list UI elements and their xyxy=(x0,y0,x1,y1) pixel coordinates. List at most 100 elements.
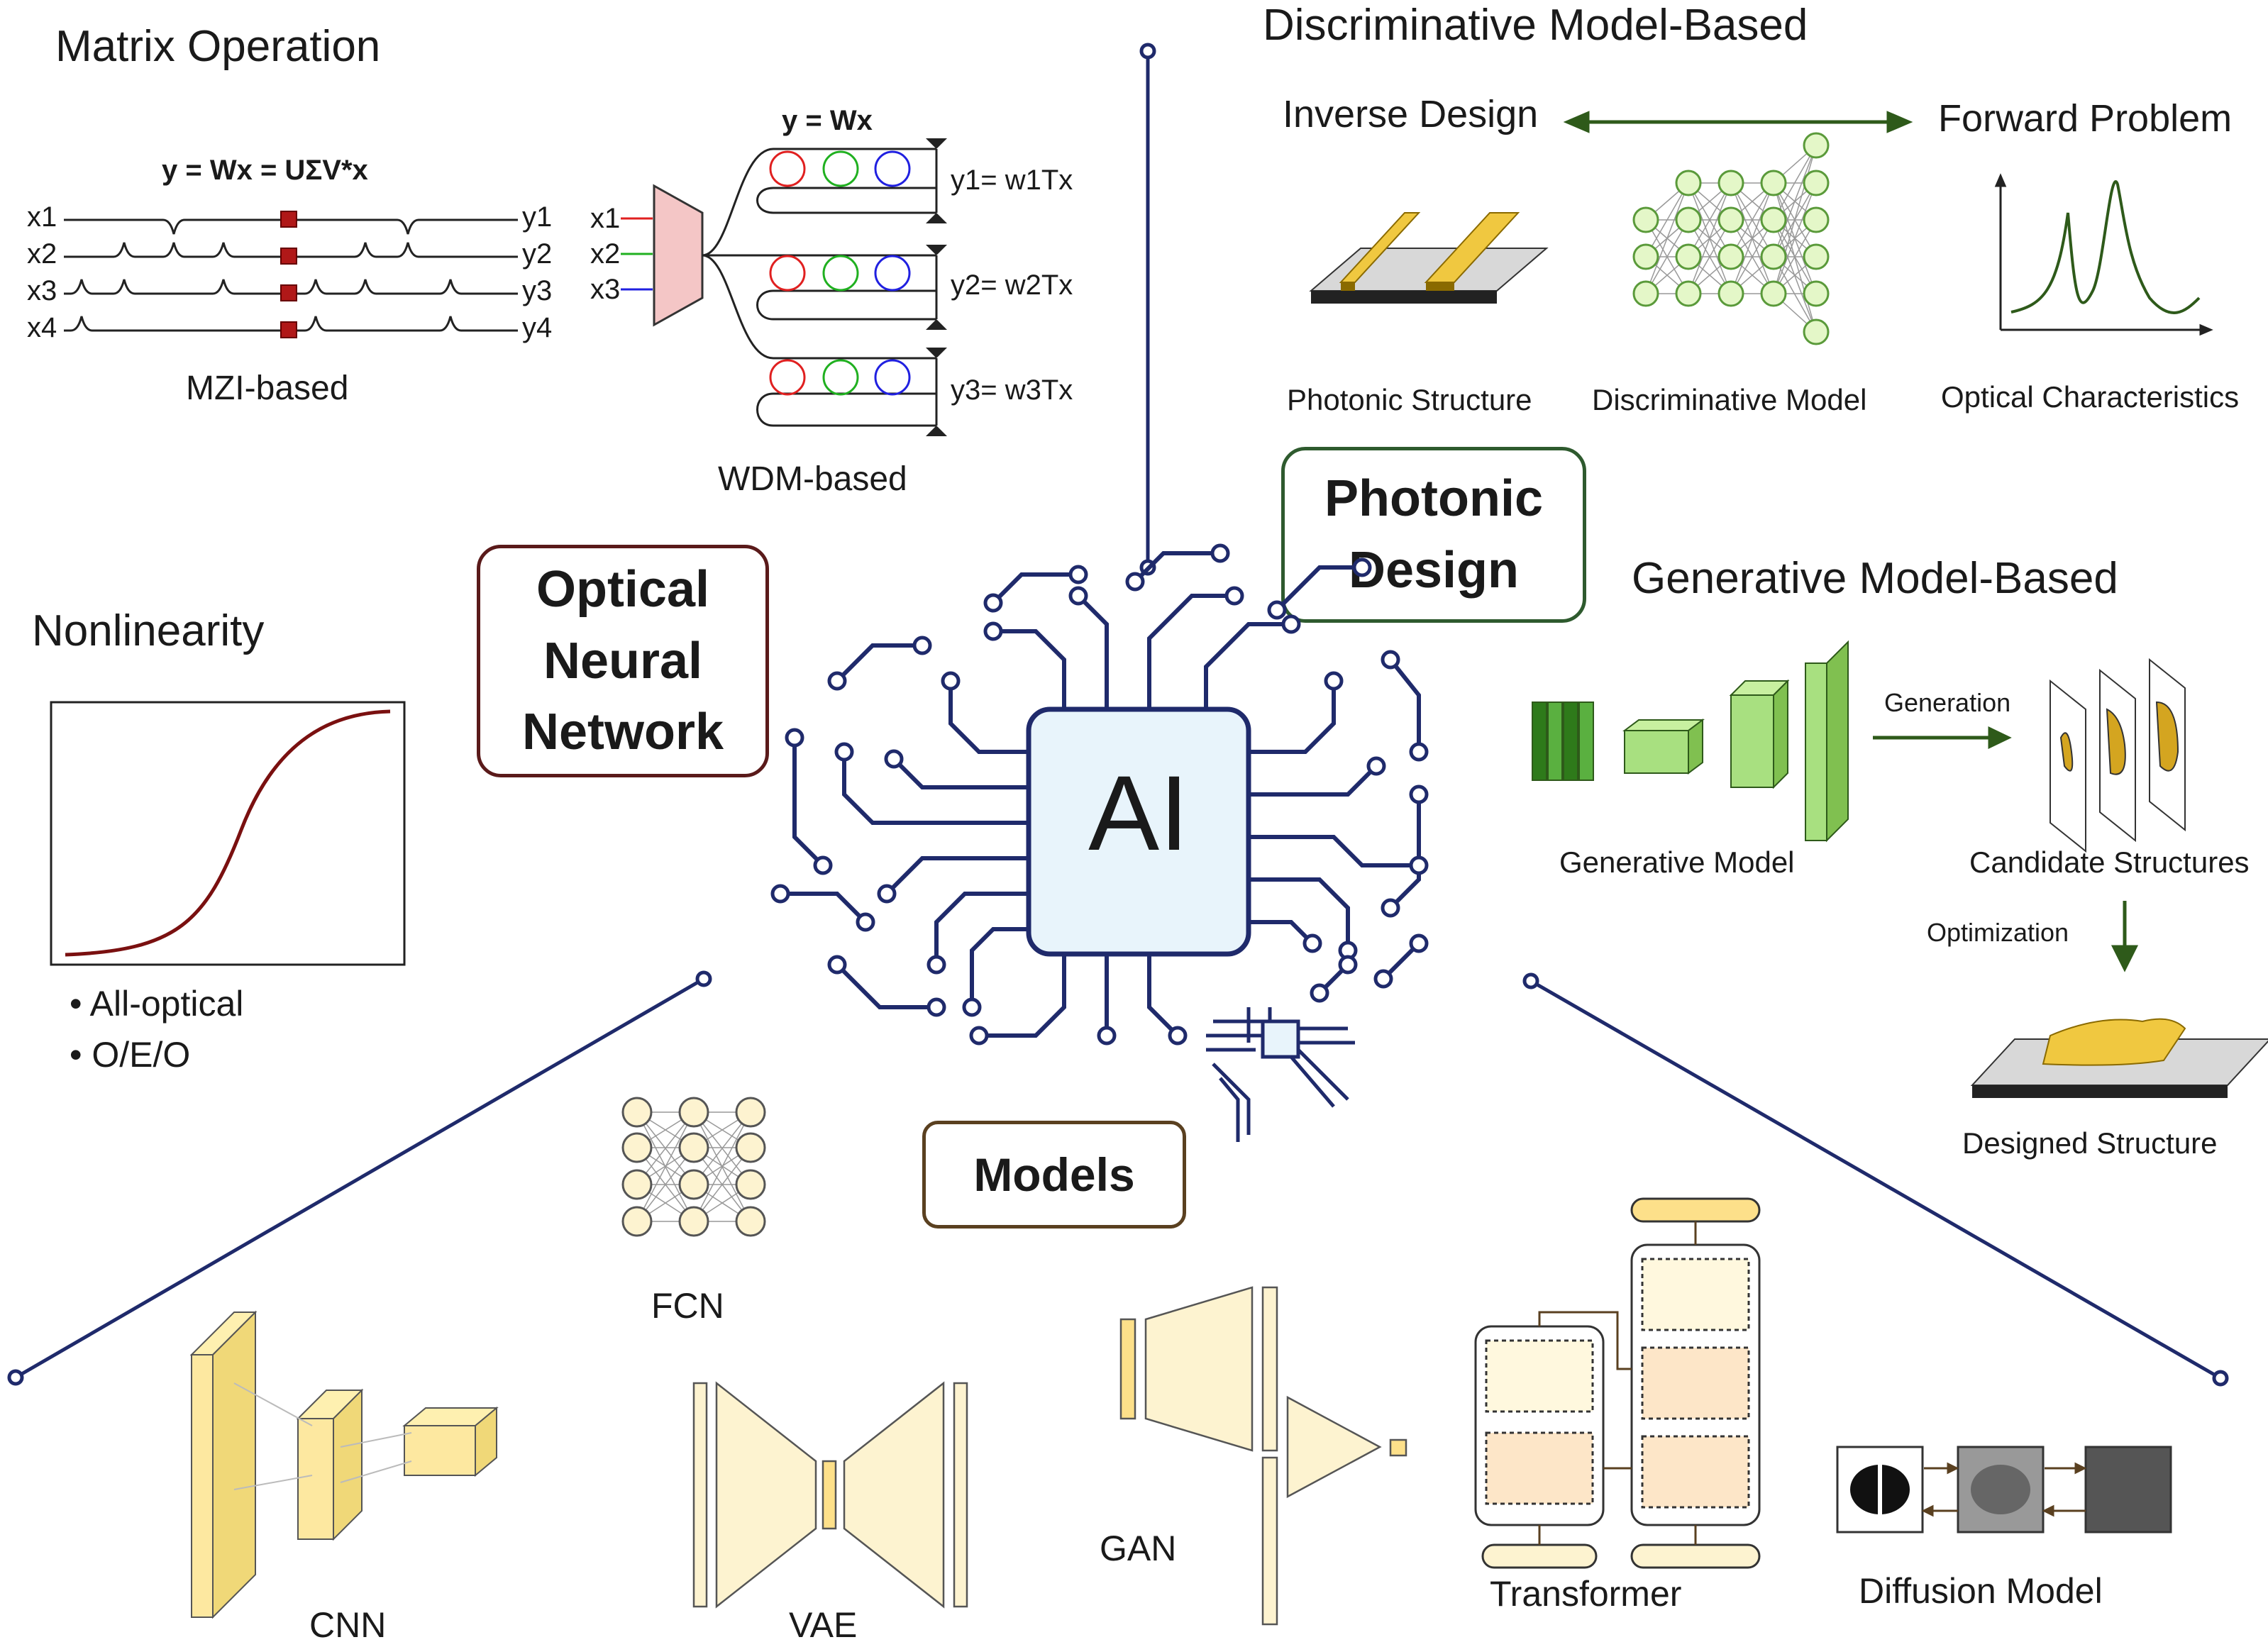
neuron-node xyxy=(1803,170,1830,196)
neuron-node xyxy=(1760,206,1787,233)
neuron-node xyxy=(1803,280,1830,307)
phase-shifter xyxy=(280,248,297,265)
nonlinearity-bullet-oeo: • O/E/O xyxy=(70,1035,191,1075)
neuron-node xyxy=(1760,243,1787,270)
circuit-trace xyxy=(792,736,825,867)
neuron-node xyxy=(1632,280,1659,307)
optical-characteristics-caption: Optical Characteristics xyxy=(1941,380,2240,414)
photonic-title-line: Photonic xyxy=(1324,470,1543,528)
circuit-node xyxy=(926,955,946,975)
circuit-trace xyxy=(885,856,1031,896)
candidate-structures xyxy=(2050,658,2186,853)
discriminative-heading: Discriminative Model-Based xyxy=(1263,1,1808,50)
neuron-node xyxy=(1803,243,1830,270)
circuit-node xyxy=(1338,955,1358,975)
nonlinearity-bullet-all-optical: • All-optical xyxy=(70,984,244,1024)
neuron-node xyxy=(1803,206,1830,233)
circuit-node xyxy=(1409,784,1429,804)
circuit-node xyxy=(827,955,847,975)
connector-right xyxy=(1529,979,2222,1380)
circuit-trace xyxy=(1246,764,1378,797)
circuit-trace xyxy=(1388,792,1421,910)
neuron-node xyxy=(1717,206,1744,233)
wdm-output-y2: y2= w2Tx xyxy=(951,270,1073,301)
circuit-node xyxy=(813,855,833,875)
circuit-trace xyxy=(948,679,1031,754)
models-box: Models xyxy=(922,1121,1186,1229)
circuit-trace xyxy=(1246,679,1336,754)
circuit-trace xyxy=(1388,658,1421,754)
circuit-node xyxy=(877,884,897,904)
mzi-input-x4: x4 xyxy=(27,312,57,343)
mzi-input-x2: x2 xyxy=(27,238,57,270)
circuit-node xyxy=(1168,1026,1188,1046)
designed-structure-illustration xyxy=(1970,1018,2268,1098)
phase-shifter xyxy=(280,284,297,301)
circuit-trace xyxy=(1133,551,1222,584)
circuit-trace xyxy=(991,629,1066,711)
circuit-node xyxy=(1366,756,1386,776)
circuit-node xyxy=(1409,855,1429,875)
neuron-node xyxy=(621,1132,653,1163)
vae-illustration xyxy=(692,1381,968,1609)
cnn-illustration xyxy=(189,1310,499,1619)
inverse-design-label: Inverse Design xyxy=(1283,93,1539,135)
circuit-node xyxy=(941,671,961,691)
circuit-trace xyxy=(842,750,1031,825)
neuron-node xyxy=(735,1169,766,1200)
circuit-trace xyxy=(1275,565,1364,612)
ai-chip xyxy=(1026,706,1251,957)
circuit-node xyxy=(1097,1026,1117,1046)
mzi-input-x1: x1 xyxy=(27,201,57,233)
wdm-output-y1: y1= w1Tx xyxy=(951,165,1073,196)
circuit-node xyxy=(1409,742,1429,762)
circuit-node xyxy=(983,621,1003,641)
circuit-trace xyxy=(1147,952,1180,1038)
diffusion-illustration xyxy=(1836,1446,2172,1534)
onn-title-line: Optical xyxy=(536,560,710,618)
neuron-node xyxy=(735,1132,766,1163)
circuit-node xyxy=(1125,572,1145,592)
designed-structure-caption: Designed Structure xyxy=(1962,1126,2218,1160)
fcn-network xyxy=(621,1097,766,1237)
wdm-equation: y = Wx xyxy=(782,105,873,136)
connector-left xyxy=(14,977,705,1380)
circuit-node xyxy=(884,749,904,769)
circuit-node xyxy=(834,742,854,762)
neuron-node xyxy=(1717,170,1744,196)
transformer-illustration xyxy=(1474,1197,1761,1569)
circuit-trace xyxy=(1246,835,1421,867)
generative-model-caption: Generative Model xyxy=(1559,845,1795,879)
neuron-node xyxy=(1760,170,1787,196)
optimization-label: Optimization xyxy=(1927,918,2069,947)
neuron-node xyxy=(1675,280,1702,307)
circuit-node xyxy=(1324,671,1344,691)
circuit-node xyxy=(969,1026,989,1046)
matrix-operation-heading: Matrix Operation xyxy=(55,22,381,71)
circuit-node xyxy=(785,728,804,748)
mzi-output-y1: y1 xyxy=(522,201,553,233)
wdm-input-x1: x1 xyxy=(590,203,621,234)
circuit-trace xyxy=(977,952,1066,1038)
circuit-node xyxy=(856,912,875,932)
small-chip xyxy=(1206,1007,1355,1142)
photonic-structure-illustration xyxy=(1309,212,1549,304)
circuit-trace xyxy=(970,927,1031,1009)
circuit-node xyxy=(1068,565,1088,584)
ai-chip-label: AI xyxy=(1088,753,1189,872)
circuit-trace xyxy=(892,757,1031,789)
circuit-trace xyxy=(1076,594,1109,711)
neuron-node xyxy=(621,1169,653,1200)
circuit-node xyxy=(1210,543,1230,563)
circuit-trace xyxy=(835,643,924,683)
connector-node xyxy=(2212,1370,2229,1387)
circuit-trace xyxy=(778,892,868,924)
circuit-node xyxy=(770,884,790,904)
transformer-label: Transformer xyxy=(1490,1574,1682,1614)
circuit-node xyxy=(1381,650,1400,670)
